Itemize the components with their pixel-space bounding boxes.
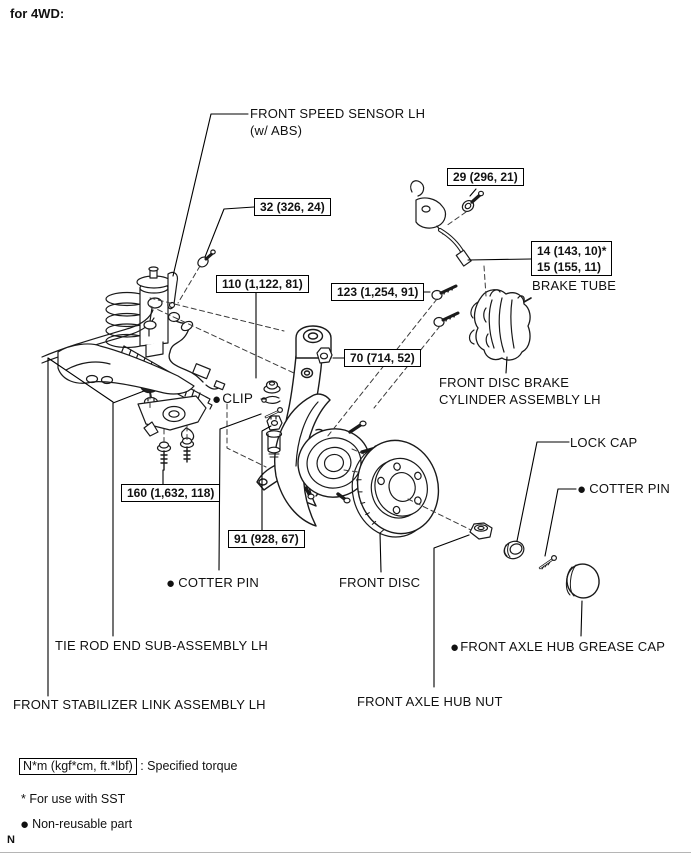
label-front-speed-sensor: FRONT SPEED SENSOR LH (w/ ABS) [250,105,425,139]
label-brake-tube: BRAKE TUBE [532,278,617,293]
non-reusable-bullet: ● [166,575,176,592]
bracket-bolts-illustration [156,437,195,471]
label-clip: ●CLIP [212,391,254,408]
sensor-bolt-32 [197,249,216,268]
ball-joint-stud [265,430,283,458]
lock-cap-part [503,540,525,560]
torque-box-tie-rod-nut: 91 (928, 67) [228,530,305,548]
speed-sensor-harness-illustration [167,271,226,391]
label-stabilizer-link: FRONT STABILIZER LINK ASSEMBLY LH [13,697,266,712]
non-reusable-bullet: ● [212,391,222,408]
torque-brake-tube-line2: 15 (155, 11) [537,260,602,274]
non-reusable-bullet: ● [20,816,30,833]
label-grease-cap-text: FRONT AXLE HUB GREASE CAP [460,639,666,654]
torque-brake-tube-line1: 14 (143, 10)* [537,244,607,258]
page-marker: N [7,834,15,846]
label-front-speed-sensor-line2: (w/ ABS) [250,123,303,138]
torque-box-brake-tube: 14 (143, 10)* 15 (155, 11) [531,241,613,276]
banjo-bolt-29 [461,190,485,213]
non-reusable-note-text: Non-reusable part [32,817,133,831]
hub-nut-part [469,522,493,540]
sst-note: * For use with SST [21,792,126,806]
torque-box-caliper-bolt: 123 (1,254, 91) [331,283,425,301]
alignment-dashed-lines [149,211,487,531]
brake-hose-illustration [410,180,472,267]
label-caliper: FRONT DISC BRAKE CYLINDER ASSEMBLY LH [439,374,601,408]
disc-illustration [351,439,440,538]
non-reusable-note: ●Non-reusable part [20,816,133,833]
label-clip-text: CLIP [222,391,254,406]
control-arm-illustration [57,343,207,442]
torque-unit-desc: : Specified torque [136,759,238,773]
bottom-divider [0,852,691,853]
non-reusable-bullet: ● [450,639,460,656]
label-grease-cap: ●FRONT AXLE HUB GREASE CAP [450,639,666,656]
clip-part [261,395,281,404]
label-hub-nut: FRONT AXLE HUB NUT [357,694,503,709]
strut-spring-illustration [105,266,172,358]
page-title: for 4WD: [10,6,65,21]
non-reusable-bullet: ● [577,481,587,498]
flange-nut-110 [263,380,281,394]
torque-box-banjo-bolt: 29 (296, 21) [447,168,524,186]
torque-legend: N*m (kgf*cm, ft.*lbf) : Specified torque [19,758,238,775]
label-lock-cap: LOCK CAP [570,435,638,450]
grease-cap-part [565,563,600,599]
knuckle-cotter-pin [264,407,284,419]
label-tie-rod-end: TIE ROD END SUB-ASSEMBLY LH [55,638,268,653]
torque-box-stabilizer-bracket: 160 (1,632, 118) [121,484,221,502]
torque-box-knuckle-strut: 110 (1,122, 81) [216,275,309,293]
label-cotter-pin-right-text: COTTER PIN [589,481,670,496]
torque-box-sensor-bolt: 32 (326, 24) [254,198,331,216]
label-caliper-line1: FRONT DISC BRAKE [439,375,570,390]
castle-nut-91 [266,415,283,431]
torque-unit-box: N*m (kgf*cm, ft.*lbf) [19,758,137,775]
leader-lines [47,113,583,697]
label-front-speed-sensor-line1: FRONT SPEED SENSOR LH [250,106,426,121]
caliper-bolts-123 [431,284,460,328]
label-cotter-pin-left-text: COTTER PIN [178,575,259,590]
label-cotter-pin-right: ●COTTER PIN [577,481,670,498]
label-front-disc: FRONT DISC [339,575,421,590]
small-cotter-pin [538,554,557,570]
caliper-illustration [468,289,532,361]
label-caliper-line2: CYLINDER ASSEMBLY LH [439,392,601,407]
torque-box-strut-nut: 70 (714, 52) [344,349,421,367]
label-cotter-pin-left: ●COTTER PIN [166,575,259,592]
strut-nut-70 [316,347,333,364]
